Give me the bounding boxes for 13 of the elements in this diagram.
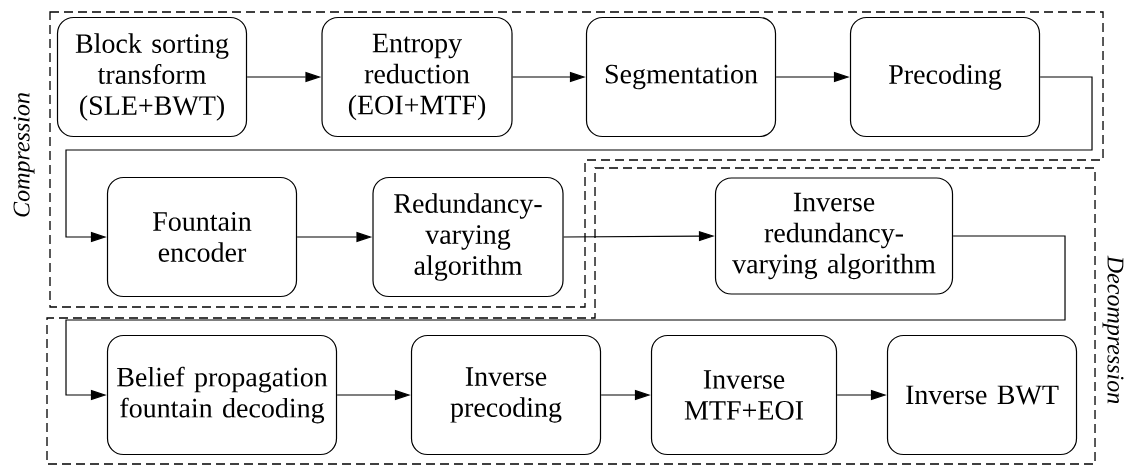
process-box: Segmentation	[585, 16, 777, 138]
process-box: Precoding	[849, 16, 1041, 138]
process-box: Redundancy-varying algorithm	[372, 176, 564, 298]
process-box: Inverse BWT	[886, 334, 1078, 456]
process-box: Entropy reduction (EOI+MTF)	[321, 16, 513, 138]
process-box: Inverse precoding	[410, 334, 602, 456]
process-box: Inverse redundancy-varying algorithm	[714, 177, 954, 295]
process-box: Block sorting transform (SLE+BWT)	[56, 16, 248, 138]
region-label: Decompression	[1102, 255, 1124, 404]
process-box: Belief propagation fountain decoding	[106, 334, 338, 456]
region-label: Compression	[13, 93, 35, 217]
process-box: Fountain encoder	[106, 176, 298, 298]
process-box: Inverse MTF+EOI	[650, 334, 838, 456]
